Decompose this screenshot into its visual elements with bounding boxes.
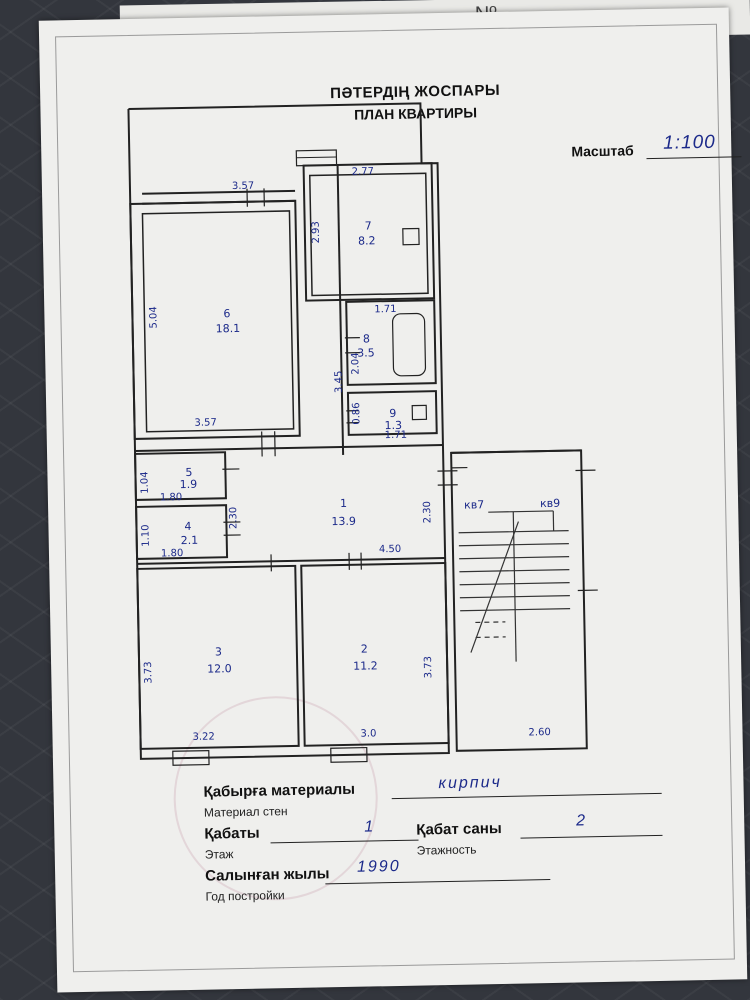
floor-plan-sheet: ПӘТЕРДІҢ ЖОСПАРЫ ПЛАН КВАРТИРЫ Масштаб 1… xyxy=(38,7,748,993)
stair-treads xyxy=(458,510,571,662)
room-7-number: 7 xyxy=(364,219,372,233)
room-4-outline xyxy=(135,504,229,560)
dim-1-04: 1.04 xyxy=(139,471,151,494)
room-3-outline xyxy=(136,564,300,750)
room-2-number: 2 xyxy=(360,642,368,656)
dim-4-50: 4.50 xyxy=(378,543,402,556)
dim-3-22: 3.22 xyxy=(192,731,215,743)
room-7-outline xyxy=(302,162,436,302)
dim-3-57-top: 3.57 xyxy=(231,180,255,193)
dim-2-77: 2.77 xyxy=(351,166,375,178)
dim-1-71-b: 1.71 xyxy=(384,429,408,442)
room-6-number: 6 xyxy=(223,307,231,321)
stove-symbol xyxy=(402,227,420,246)
floor-value: 1 xyxy=(364,818,376,836)
room-6-inner xyxy=(141,210,295,433)
dim-3-57-bottom: 3.57 xyxy=(194,417,217,429)
outer-wall-top xyxy=(128,102,444,444)
build-year-label-ru: Год постройки xyxy=(205,888,285,904)
floors-count-label-ru: Этажность xyxy=(416,842,477,858)
room-3-area: 12.0 xyxy=(207,662,232,676)
room-9-outline xyxy=(346,390,438,436)
room-6-area: 18.1 xyxy=(215,321,241,336)
dim-2-93: 2.93 xyxy=(310,221,323,244)
plan-drawing xyxy=(127,102,598,766)
dim-2-30-a: 2.30 xyxy=(228,506,240,530)
toilet-symbol xyxy=(411,404,428,421)
dim-5-04: 5.04 xyxy=(148,306,160,329)
build-year-value: 1990 xyxy=(356,857,401,876)
dim-1-10: 1.10 xyxy=(140,524,152,547)
dim-3-73-b: 3.73 xyxy=(423,655,435,679)
door-marks xyxy=(222,188,598,592)
room-1-number: 1 xyxy=(339,496,348,511)
dim-2-04: 2.04 xyxy=(350,352,362,375)
bathtub-symbol xyxy=(391,312,427,377)
room-3-number: 3 xyxy=(214,645,223,659)
build-year-label-kz: Салынған жылы xyxy=(205,865,330,885)
floor-label-kz: Қабаты xyxy=(204,824,260,843)
room-4-area: 2.1 xyxy=(180,533,199,548)
room-2-area: 11.2 xyxy=(353,659,378,673)
room-5-outline xyxy=(134,451,227,501)
room-5-area: 1.9 xyxy=(179,477,198,492)
apartment-right-label: кв9 xyxy=(539,496,561,511)
dim-2-60: 2.60 xyxy=(528,727,551,739)
apartment-left-label: кв7 xyxy=(463,498,485,512)
room-1-area: 13.9 xyxy=(331,514,357,529)
wall-material-value: кирпич xyxy=(438,773,502,793)
dim-1-71-a: 1.71 xyxy=(374,303,397,316)
dim-3-0: 3.0 xyxy=(360,728,377,740)
dim-0-86: 0.86 xyxy=(351,402,363,425)
dim-1-80-b: 1.80 xyxy=(160,548,184,560)
dim-2-30-b: 2.30 xyxy=(422,500,434,524)
floors-count-label-kz: Қабат саны xyxy=(416,819,502,839)
room-4-number: 4 xyxy=(184,519,192,534)
dim-3-73-a: 3.73 xyxy=(143,661,155,684)
room-8-number: 8 xyxy=(362,332,371,346)
room-8-outline xyxy=(345,299,437,386)
floor-label-ru: Этаж xyxy=(204,847,234,862)
wall-material-label-kz: Қабырға материалы xyxy=(203,780,356,801)
floors-count-value: 2 xyxy=(576,812,588,830)
room-7-area: 8.2 xyxy=(357,234,376,248)
stairwell-outline xyxy=(450,449,588,752)
dim-3-45: 3.45 xyxy=(333,370,345,394)
room-2-outline xyxy=(300,561,450,747)
dim-1-80-a: 1.80 xyxy=(159,492,183,504)
wall-material-label-ru: Материал стен xyxy=(203,804,288,820)
